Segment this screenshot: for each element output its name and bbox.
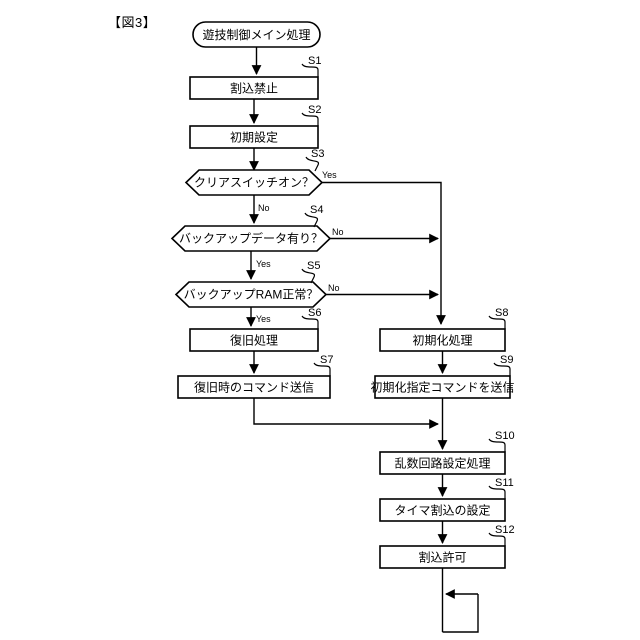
leader-s5 [301,268,316,284]
leader-s1 [301,63,319,77]
branch-label-s3-no: No [258,203,270,213]
branch-label-s4-no: No [332,227,344,237]
node-s2: 初期設定 [189,125,319,149]
node-s1: 割込禁止 [189,76,319,100]
step-label-s11: S11 [495,477,514,489]
edge-s7-merge [253,398,439,429]
node-s4: バックアップデータ有り？ [170,225,332,252]
step-label-s1: S1 [308,55,321,67]
leader-s12 [488,532,506,546]
leader-s7 [313,362,331,376]
step-label-s9: S9 [500,354,513,366]
node-s6: 復旧処理 [189,328,319,352]
node-s4-label: バックアップデータ有り？ [179,231,323,246]
leader-s4 [304,212,319,228]
step-label-s7: S7 [320,354,333,366]
node-s9: 初期化指定コマンドを送信 [370,375,515,399]
node-s2-label: 初期設定 [230,130,278,145]
branch-label-s5-yes: Yes [256,314,271,324]
step-label-s4: S4 [310,204,323,216]
node-s3-label: クリアスイッチオン？ [194,176,314,190]
node-start: 遊技制御メイン処理 [192,21,321,48]
node-s1-label: 割込禁止 [230,81,278,96]
leader-s3 [305,156,320,172]
branch-label-s3-yes: Yes [322,170,337,180]
edge-s3-yes [322,181,446,325]
node-s9-label: 初期化指定コマンドを送信 [370,380,514,395]
node-s11-label: タイマ割込の設定 [394,503,490,518]
branch-label-s5-no: No [328,283,340,293]
node-s7-label: 復旧時のコマンド送信 [194,380,314,395]
node-s8: 初期化処理 [379,328,506,352]
figure-number-label: 【図3】 [108,15,157,30]
leader-s11 [488,485,506,499]
node-s7: 復旧時のコマンド送信 [177,375,331,399]
leader-s2 [301,112,319,126]
node-start-label: 遊技制御メイン処理 [202,27,310,42]
node-s8-label: 初期化処理 [412,334,472,348]
node-s5: バックアップRAM正常？ [174,281,328,308]
node-s6-label: 復旧処理 [230,333,278,348]
node-s10: 乱数回路設定処理 [379,451,506,475]
step-label-s10: S10 [495,430,515,442]
node-s12: 割込許可 [379,545,506,569]
leader-s6 [301,315,319,329]
step-label-s8: S8 [495,307,508,319]
step-label-s12: S12 [495,524,515,536]
node-s5-label: バックアップRAM正常？ [184,288,319,302]
leader-s8 [488,315,506,329]
step-label-s3: S3 [311,148,324,160]
node-s10-label: 乱数回路設定処理 [394,456,490,471]
step-label-s2: S2 [308,104,321,116]
node-s11: タイマ割込の設定 [379,498,506,522]
edge-loop-back-segment [442,594,479,633]
step-label-s5: S5 [307,260,320,272]
leader-s9 [493,362,511,376]
node-s12-label: 割込許可 [418,550,466,565]
leader-s10 [488,438,506,452]
node-s3: クリアスイッチオン？ [184,169,324,196]
branch-label-s4-yes: Yes [256,259,271,269]
step-label-s6: S6 [308,307,321,319]
